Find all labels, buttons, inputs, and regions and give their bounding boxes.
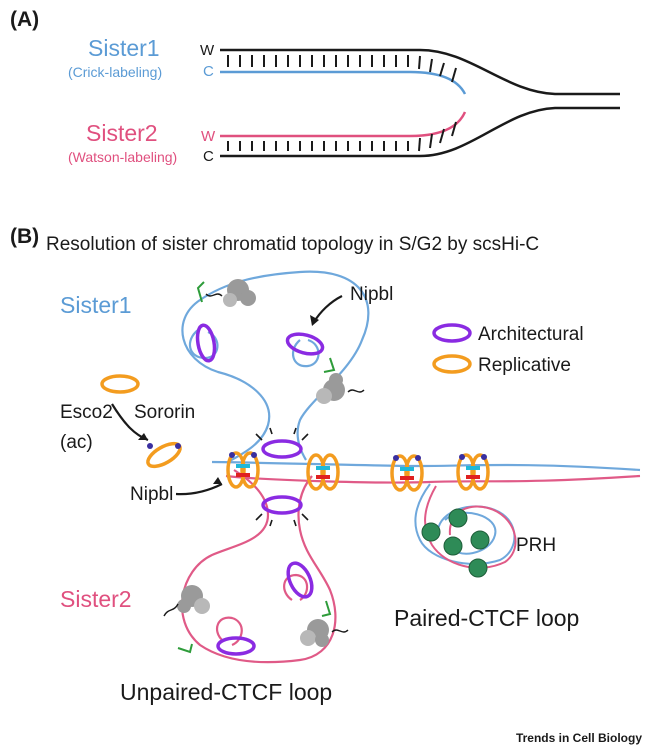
strand-c-top: C	[203, 63, 214, 80]
sister1-axis	[211, 460, 641, 472]
sister1-crick-strand	[220, 70, 467, 95]
sister1-label-a: Sister1	[88, 35, 160, 61]
prh-nucleosomes	[421, 508, 490, 578]
arrow-heads	[138, 315, 319, 484]
strand-w-bottom: W	[201, 128, 216, 145]
sister1-sublabel: (Crick-labeling)	[68, 64, 162, 80]
sister1-basepair-ticks	[227, 55, 457, 83]
cohesin-pair-4	[456, 453, 490, 491]
prh-label: PRH	[516, 535, 556, 556]
acetylated-cohesin-ring	[146, 441, 182, 469]
nipbl-left-label: Nipbl	[130, 484, 173, 505]
panel-b-title: Resolution of sister chromatid topology …	[46, 234, 539, 255]
replicative-cohesin-pairs	[226, 451, 490, 492]
legend-replicative-label: Replicative	[478, 355, 571, 376]
rna-squiggles	[163, 293, 365, 633]
sister1-label-b: Sister1	[60, 292, 132, 318]
sister2-sublabel: (Watson-labeling)	[68, 149, 177, 165]
legend-architectural-label: Architectural	[478, 324, 584, 345]
free-cohesin-ring	[100, 374, 140, 394]
legend-architectural-swatch	[432, 323, 472, 343]
sister2-label-b: Sister2	[60, 586, 132, 612]
sister1-loop	[181, 270, 370, 463]
sister2-basepair-ticks	[227, 121, 457, 152]
sororin-label: Sororin	[134, 402, 195, 423]
legend-replicative-swatch	[432, 354, 472, 374]
panel-b-label: (B)	[10, 225, 39, 248]
panel-a-label: (A)	[10, 8, 39, 31]
green-direction-arrows	[177, 281, 336, 654]
sister2-loop	[180, 469, 337, 664]
sister2-watson-strand	[220, 111, 467, 138]
sister2-axis	[225, 474, 641, 484]
nipbl-top-label: Nipbl	[350, 284, 393, 305]
sister1-watson-strand	[220, 48, 620, 96]
cohesin-pair-3	[390, 454, 424, 492]
strand-c-bottom: C	[203, 148, 214, 165]
esco2-label: Esco2	[60, 402, 113, 423]
cohesin-pair-1	[226, 451, 260, 489]
paired-ctcf-loop-label: Paired-CTCF loop	[394, 605, 579, 631]
protein-clusters	[177, 279, 345, 647]
sister2-crick-strand	[220, 106, 620, 158]
sister2-label-a: Sister2	[86, 120, 158, 146]
journal-credit: Trends in Cell Biology	[516, 731, 642, 745]
unpaired-ctcf-loop-label: Unpaired-CTCF loop	[120, 679, 332, 705]
cohesin-pair-2	[306, 453, 340, 491]
ac-label: (ac)	[60, 432, 93, 453]
architectural-rings	[195, 323, 325, 656]
ring-emphasis-ticks	[255, 427, 309, 527]
sister2-subloop-right	[283, 573, 309, 601]
strand-w-top: W	[200, 42, 215, 59]
